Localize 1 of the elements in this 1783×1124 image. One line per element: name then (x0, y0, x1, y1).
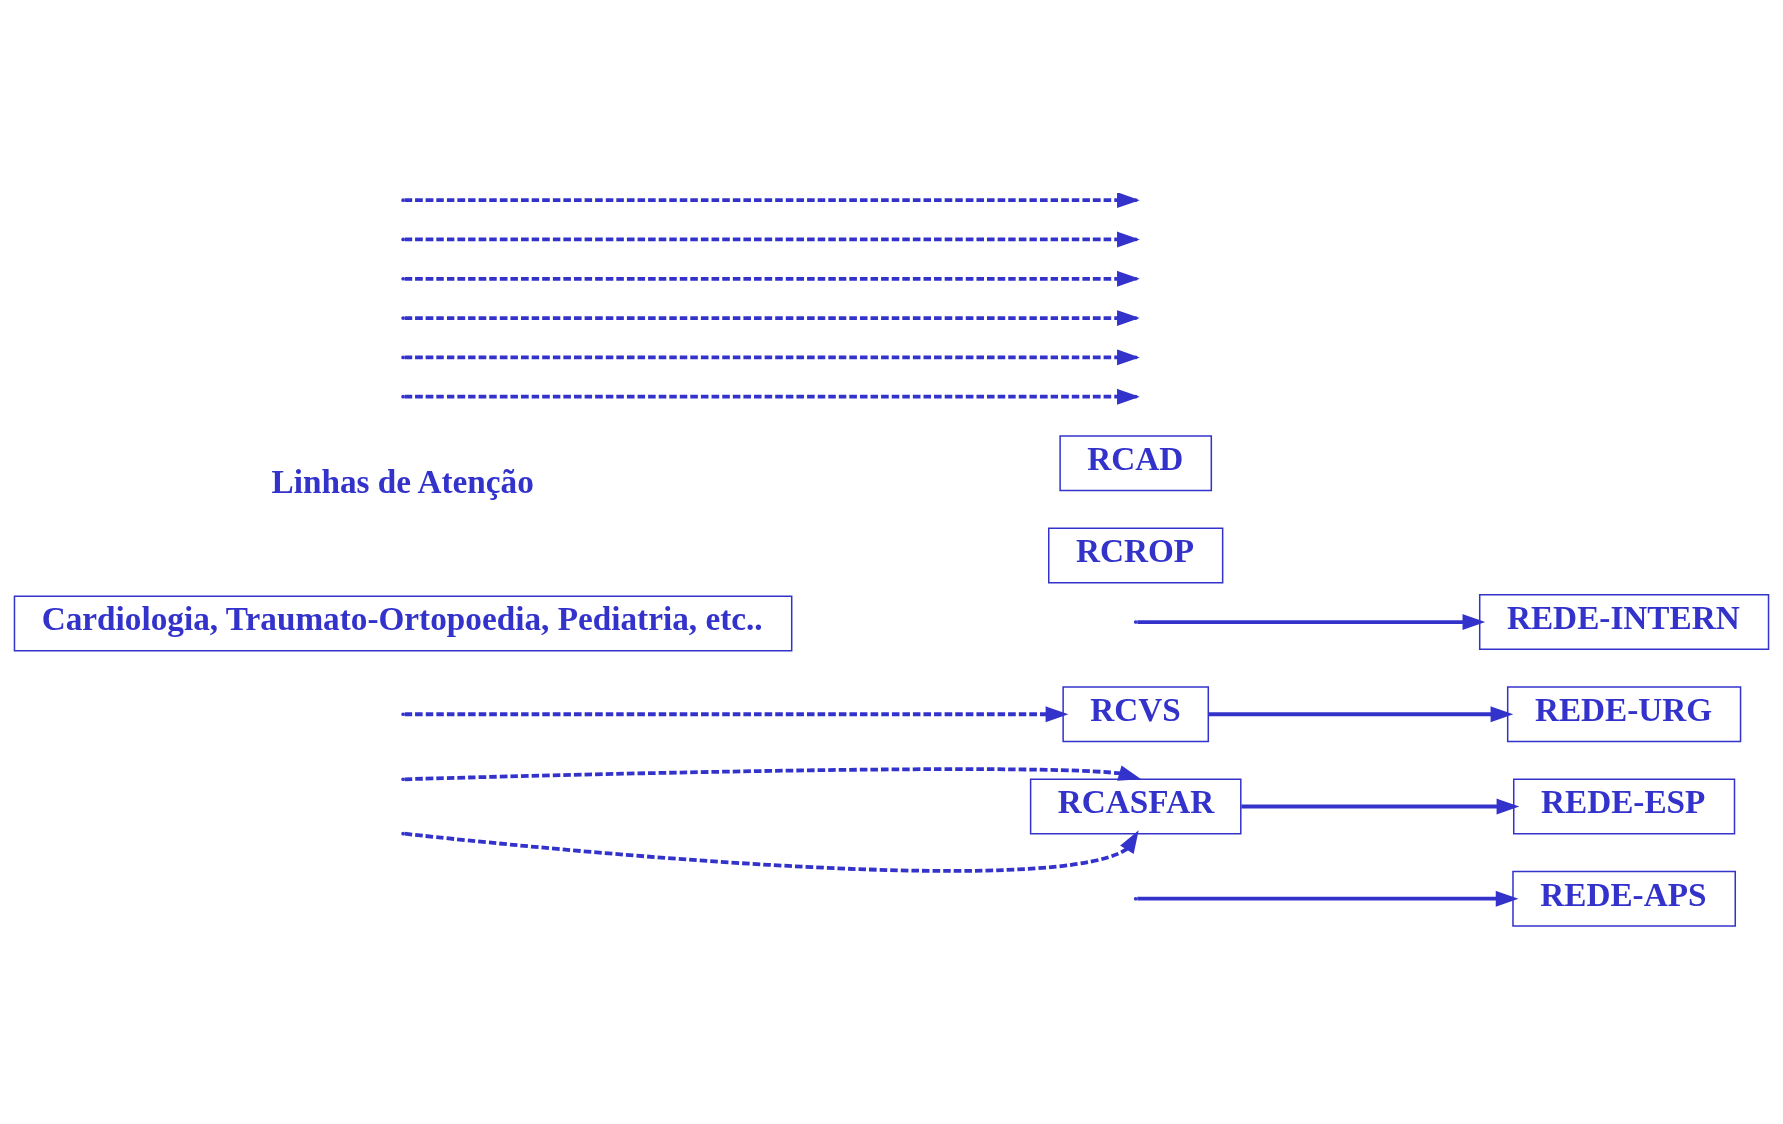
label: Linhas de Atenção (271, 462, 534, 500)
